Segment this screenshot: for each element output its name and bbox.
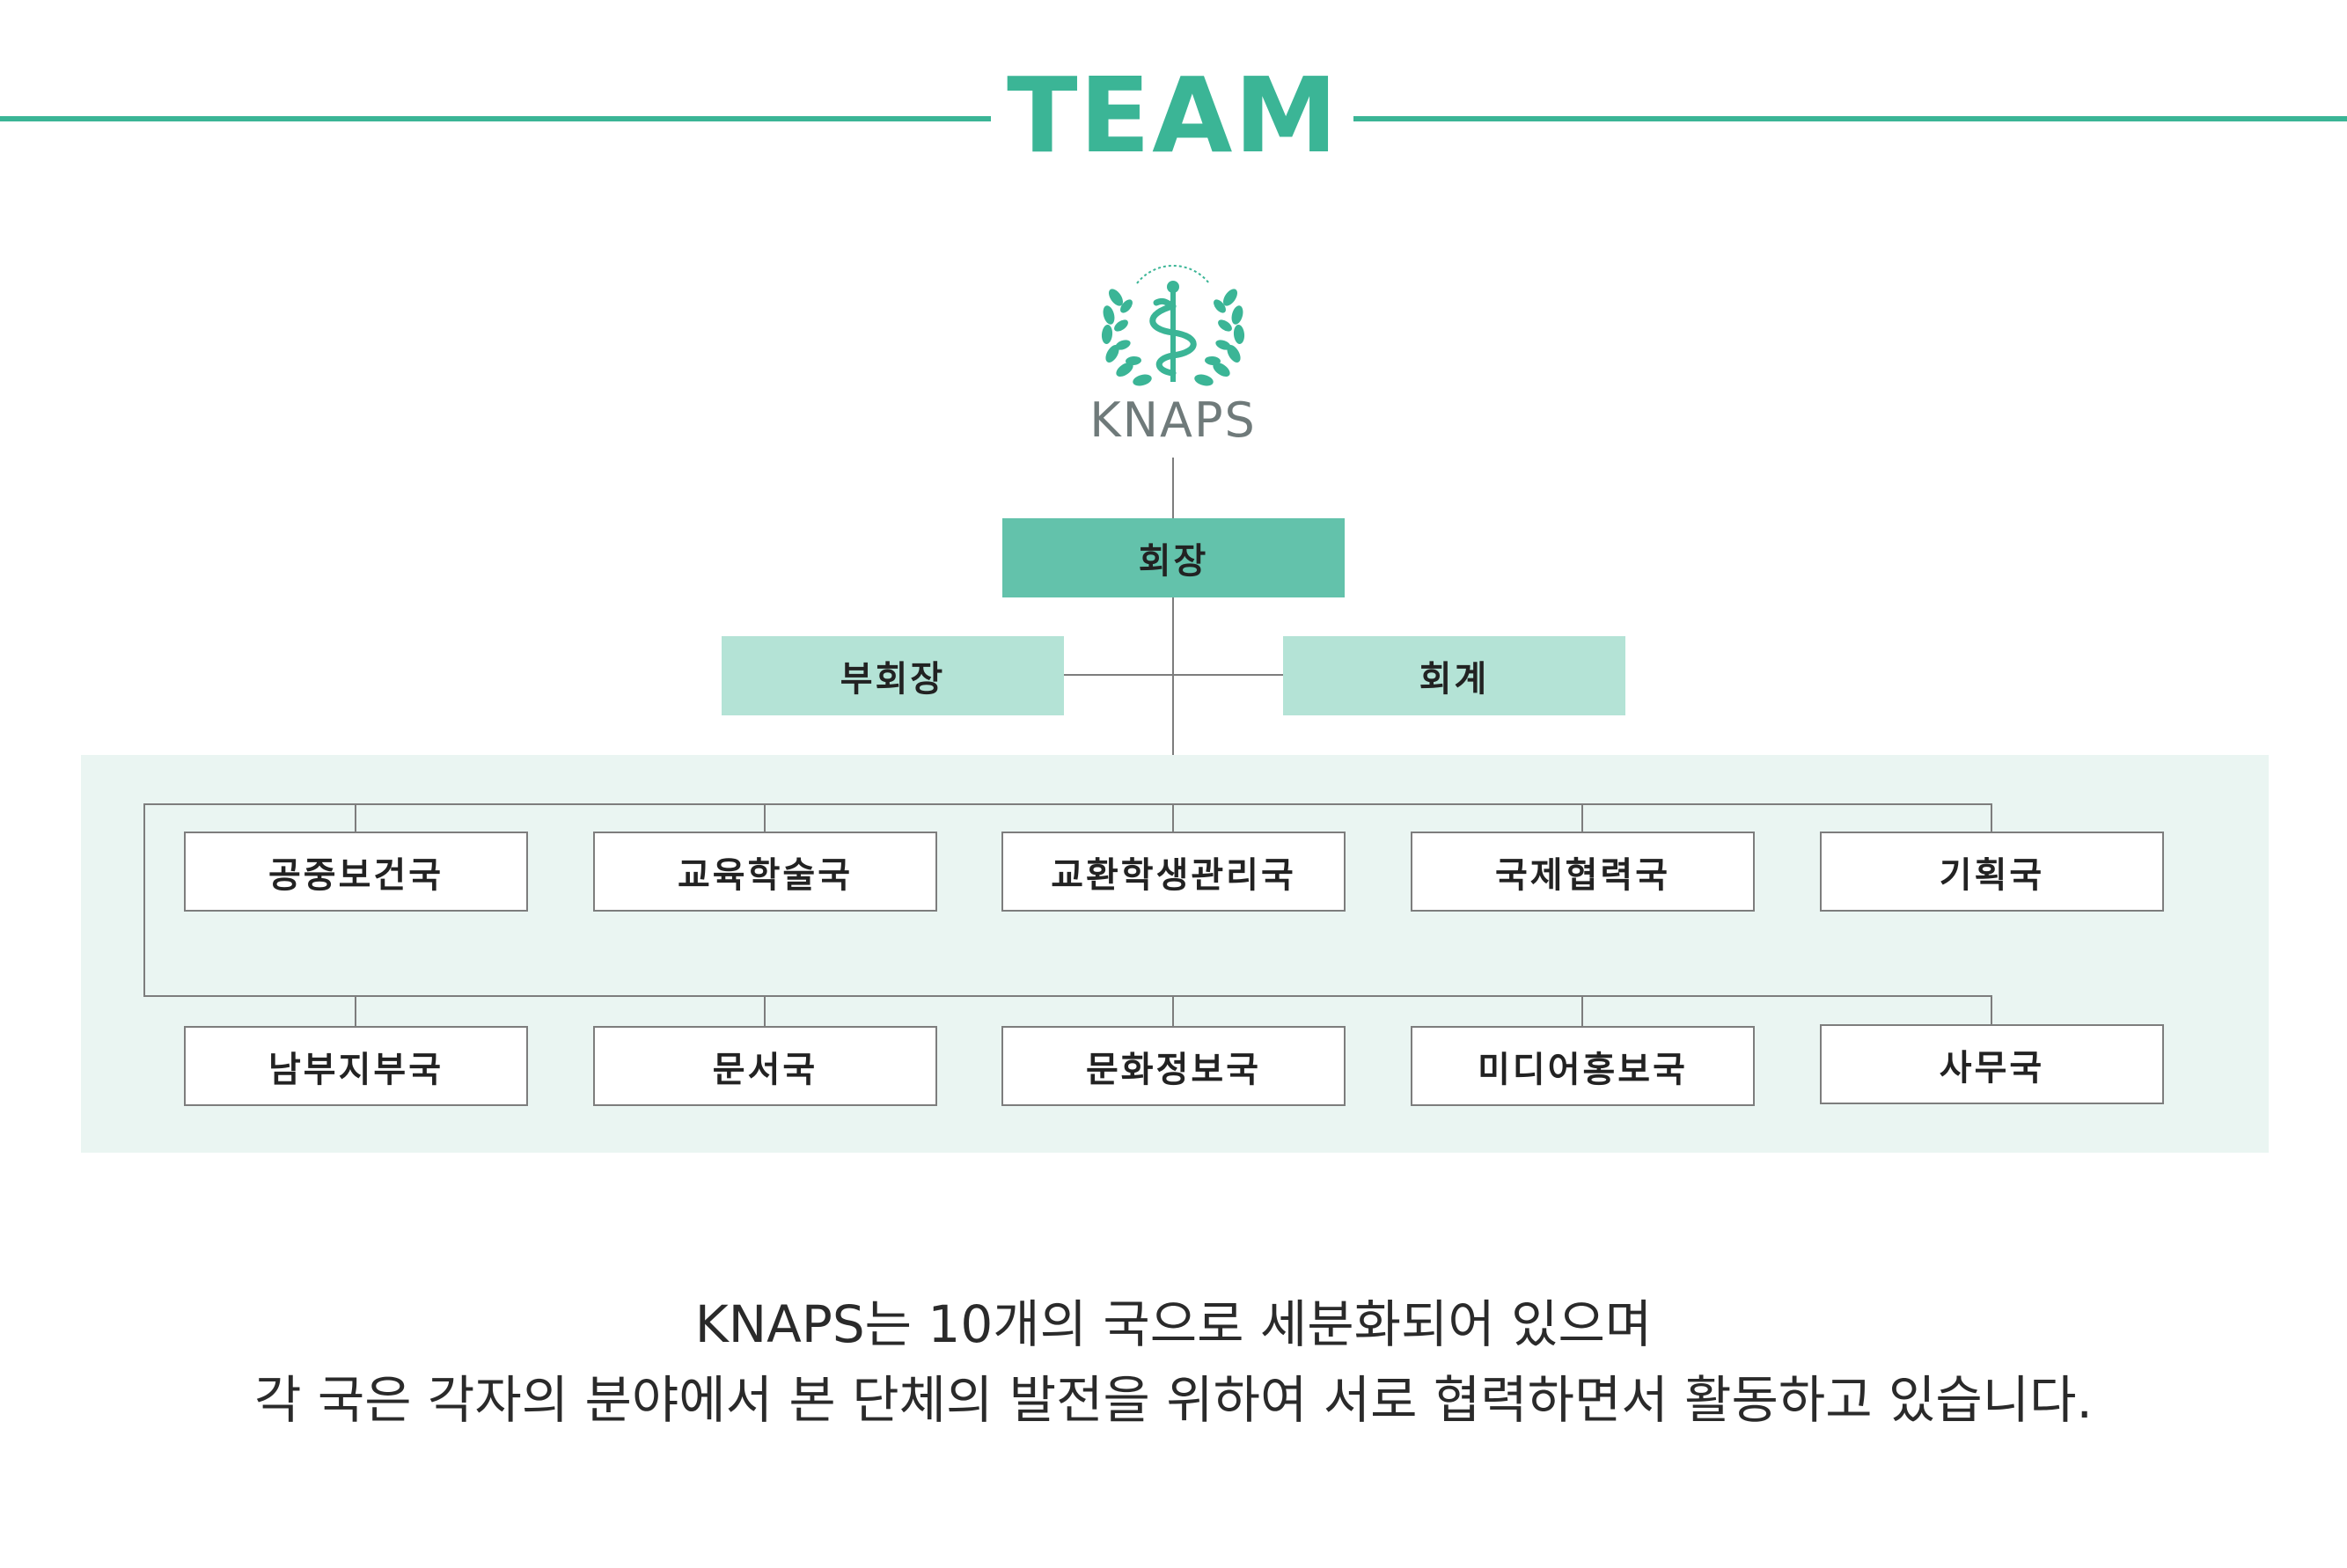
vice-president-box: 부회장 <box>722 636 1064 715</box>
dept-box-row2-1: 남부지부국 <box>184 1026 528 1106</box>
drop-row2-2 <box>764 995 766 1027</box>
caduceus-laurel-icon <box>1101 264 1245 386</box>
knaps-logo: KNAPS <box>1075 260 1271 447</box>
page-title: TEAM <box>1007 55 1339 176</box>
dept-box-row1-3: 교환학생관리국 <box>1001 832 1346 912</box>
dept-box-row1-4: 국제협력국 <box>1411 832 1755 912</box>
connector-officers <box>1063 674 1283 676</box>
dept-box-row2-2: 문서국 <box>593 1026 937 1106</box>
bus-left-vertical <box>143 803 145 997</box>
description-line-2: 각 국은 각자의 분야에서 본 단체의 발전을 위하여 서로 협력하면서 활동하… <box>254 1370 2093 1430</box>
dept-box-row1-2: 교육학술국 <box>593 832 937 912</box>
treasurer-box: 회계 <box>1283 636 1625 715</box>
logo-wordmark: KNAPS <box>1089 392 1257 448</box>
header-rule-left <box>0 116 991 121</box>
drop-row2-4 <box>1581 995 1583 1027</box>
header-rule-right <box>1353 116 2347 121</box>
dept-box-row2-5: 사무국 <box>1820 1024 2164 1104</box>
bus-row1 <box>143 803 1992 805</box>
drop-row2-5 <box>1991 995 1992 1025</box>
connector-president-bus <box>1172 597 1174 804</box>
connector-logo-president <box>1172 458 1174 519</box>
dept-box-row2-3: 문화정보국 <box>1001 1026 1346 1106</box>
bus-row2 <box>143 995 1992 997</box>
president-box: 회장 <box>1002 518 1345 597</box>
drop-row1-3 <box>1172 803 1174 832</box>
drop-row1-1 <box>355 803 356 832</box>
drop-row1-5 <box>1991 803 1992 832</box>
drop-row2-3 <box>1172 995 1174 1027</box>
drop-row2-1 <box>355 995 356 1027</box>
dept-box-row1-1: 공중보건국 <box>184 832 528 912</box>
dept-box-row2-4: 미디어홍보국 <box>1411 1026 1755 1106</box>
description-line-1: KNAPS는 10개의 국으로 세분화되어 있으며 <box>694 1294 1653 1354</box>
dept-box-row1-5: 기획국 <box>1820 832 2164 912</box>
drop-row1-2 <box>764 803 766 832</box>
drop-row1-4 <box>1581 803 1583 832</box>
